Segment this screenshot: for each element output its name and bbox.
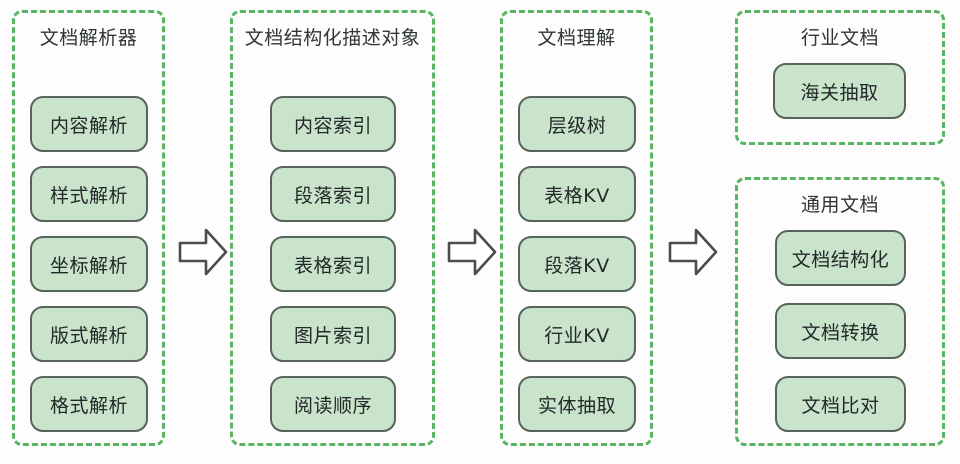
node-document-comparison[interactable]: 文档比对 bbox=[775, 376, 906, 432]
node-industry-kv[interactable]: 行业KV bbox=[518, 306, 636, 362]
node-layout-parsing[interactable]: 版式解析 bbox=[30, 306, 148, 362]
group-title-industry-document: 行业文档 bbox=[800, 27, 879, 49]
node-document-conversion[interactable]: 文档转换 bbox=[775, 303, 906, 359]
group-industry-document: 行业文档 bbox=[735, 10, 945, 145]
group-title-structured-description-object: 文档结构化描述对象 bbox=[244, 27, 421, 49]
group-general-document: 通用文档 bbox=[735, 177, 945, 446]
flow-arrow-1 bbox=[178, 227, 228, 277]
node-customs-extraction[interactable]: 海关抽取 bbox=[773, 63, 906, 119]
node-document-structuring[interactable]: 文档结构化 bbox=[775, 230, 906, 286]
node-coordinate-parsing[interactable]: 坐标解析 bbox=[30, 236, 148, 292]
node-table-kv[interactable]: 表格KV bbox=[518, 166, 636, 222]
node-style-parsing[interactable]: 样式解析 bbox=[30, 166, 148, 222]
node-format-parsing[interactable]: 格式解析 bbox=[30, 376, 148, 432]
flow-arrow-3 bbox=[668, 227, 718, 277]
node-table-index[interactable]: 表格索引 bbox=[270, 236, 396, 292]
node-image-index[interactable]: 图片索引 bbox=[270, 306, 396, 362]
node-content-parsing[interactable]: 内容解析 bbox=[30, 96, 148, 152]
node-paragraph-index[interactable]: 段落索引 bbox=[270, 166, 396, 222]
group-title-document-understanding: 文档理解 bbox=[537, 27, 616, 49]
flow-arrow-2 bbox=[447, 227, 497, 277]
group-title-general-document: 通用文档 bbox=[800, 194, 879, 216]
node-paragraph-kv[interactable]: 段落KV bbox=[518, 236, 636, 292]
group-title-document-parser: 文档解析器 bbox=[39, 27, 138, 49]
group-document-understanding: 文档理解 bbox=[500, 10, 653, 446]
node-entity-extraction[interactable]: 实体抽取 bbox=[518, 376, 636, 432]
node-content-index[interactable]: 内容索引 bbox=[270, 96, 396, 152]
node-hierarchy-tree[interactable]: 层级树 bbox=[518, 96, 636, 152]
group-document-parser: 文档解析器 bbox=[12, 10, 165, 446]
group-structured-description-object: 文档结构化描述对象 bbox=[230, 10, 435, 446]
node-reading-order[interactable]: 阅读顺序 bbox=[270, 376, 396, 432]
